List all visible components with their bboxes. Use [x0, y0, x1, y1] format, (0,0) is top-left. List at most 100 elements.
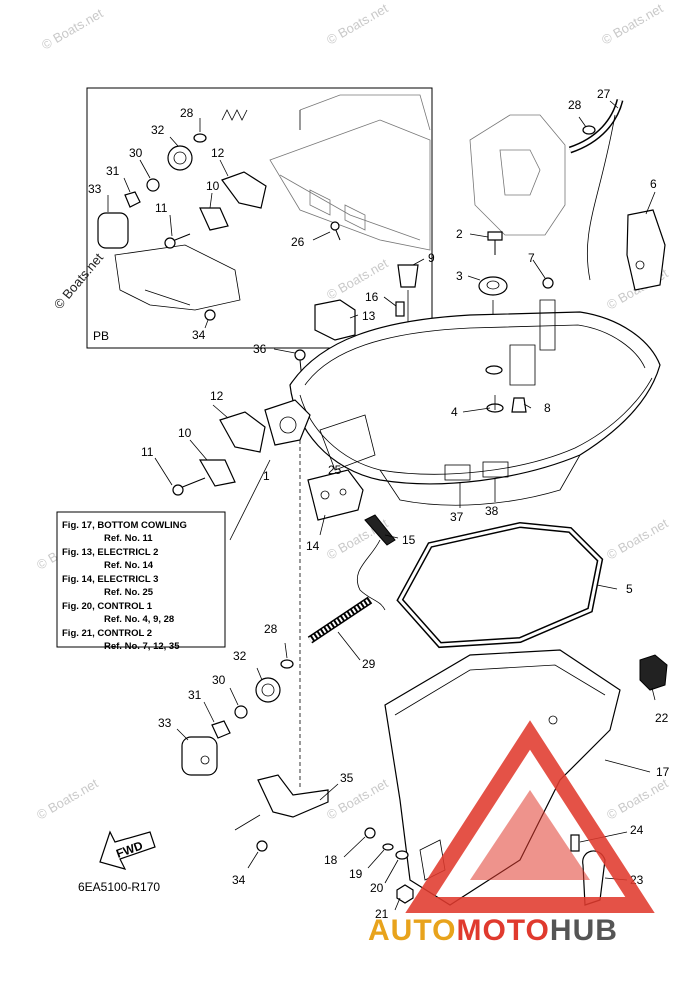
screw-icon — [395, 301, 405, 317]
callout-22: 22 — [655, 711, 669, 725]
reference-line: Ref. No. 25 — [104, 587, 154, 598]
cover-plate-icon — [626, 209, 666, 291]
callout-28: 28 — [568, 98, 582, 112]
bolt-icon — [364, 827, 376, 839]
watermark: © Boats.net — [34, 775, 101, 822]
callout-21: 21 — [375, 907, 389, 921]
callout-30: 30 — [212, 673, 226, 687]
nut-icon — [234, 705, 248, 719]
callout-19: 19 — [349, 867, 363, 881]
callout-24: 24 — [630, 823, 644, 837]
watermark: © Boats.net — [324, 255, 391, 302]
grommet-icon — [364, 514, 396, 546]
knob-icon — [255, 677, 281, 703]
grommet-icon — [639, 654, 668, 691]
watermark: © Boats.net — [604, 775, 671, 822]
fwd-arrow-icon: FWD — [99, 830, 156, 870]
part-code: 6EA5100-R170 — [78, 880, 160, 894]
callout-9: 9 — [428, 251, 435, 265]
bracket-plate-icon — [124, 191, 141, 208]
callout-12: 12 — [211, 146, 225, 160]
callout-30: 30 — [129, 146, 143, 160]
callout-36: 36 — [253, 342, 267, 356]
plate-icon — [199, 207, 229, 231]
bracket-icon — [257, 774, 329, 818]
lever-bracket-icon — [221, 171, 267, 209]
callout-8: 8 — [544, 401, 551, 415]
callout-18: 18 — [324, 853, 338, 867]
bracket-icon — [314, 299, 356, 341]
reference-line: Fig. 14, ELECTRICL 3 — [62, 574, 158, 585]
brand-text: AUTOMOTOHUB — [368, 914, 618, 947]
callout-11: 11 — [155, 201, 168, 215]
brand-part3: HUB — [550, 914, 618, 947]
bolt-icon — [542, 277, 554, 289]
watermark: © Boats.net — [599, 0, 666, 47]
callout-5: 5 — [626, 582, 633, 596]
reference-line: Ref. No. 11 — [104, 533, 153, 544]
callout-10: 10 — [178, 426, 192, 440]
callouts: 28 32 30 31 33 12 10 11 26 34 27 28 6 2 … — [88, 87, 670, 921]
bracket-plate-icon — [211, 720, 231, 739]
callout-16: 16 — [365, 290, 379, 304]
brand-part1: AUTO — [368, 914, 456, 947]
callout-4: 4 — [451, 405, 458, 419]
callout-1: 1 — [263, 469, 270, 483]
watermark: © Boats.net — [51, 250, 107, 312]
screw-icon — [570, 834, 580, 852]
clip-icon — [582, 125, 596, 135]
callout-17: 17 — [656, 765, 670, 779]
reference-line: Ref. No. 7, 12, 35 — [104, 641, 180, 652]
bolt-icon — [164, 237, 176, 249]
plate-icon — [198, 459, 236, 487]
reference-box: Fig. 17, BOTTOM COWLING Ref. No. 11 Fig.… — [56, 511, 226, 652]
callout-26: 26 — [291, 235, 305, 249]
callout-31: 31 — [188, 688, 202, 702]
callout-32: 32 — [233, 649, 247, 663]
callout-25: 25 — [328, 463, 342, 477]
leader-lines — [154, 100, 656, 911]
bolt-icon — [256, 840, 268, 852]
callout-34: 34 — [192, 328, 206, 342]
switch-icon — [307, 469, 364, 521]
gasket-icon — [396, 521, 604, 649]
grommet-icon — [181, 736, 218, 776]
callout-27: 27 — [597, 87, 611, 101]
watermark: © Boats.net — [324, 775, 391, 822]
callout-20: 20 — [370, 881, 384, 895]
reference-line: Fig. 17, BOTTOM COWLING — [62, 520, 187, 531]
spring-icon — [221, 109, 248, 121]
callout-14: 14 — [306, 539, 320, 553]
inset-label: PB — [93, 329, 109, 343]
knob-icon — [167, 145, 193, 171]
brand-logo: AUTOMOTOHUB — [368, 720, 655, 947]
watermark: © Boats.net — [324, 0, 391, 47]
bolt-icon — [172, 484, 184, 496]
engine-bracket-outline — [469, 114, 566, 236]
clip-icon — [280, 659, 294, 669]
callout-2: 2 — [456, 227, 463, 241]
reference-line: Ref. No. 4, 9, 28 — [104, 614, 174, 625]
grommet-icon — [397, 264, 419, 288]
callout-35: 35 — [340, 771, 354, 785]
grommet-icon — [97, 212, 129, 249]
nut-icon — [396, 884, 414, 904]
clip-icon — [193, 133, 207, 143]
brand-part2: MOTO — [456, 914, 549, 947]
callout-33: 33 — [88, 182, 102, 196]
callout-29: 29 — [362, 657, 376, 671]
callout-34: 34 — [232, 873, 246, 887]
callout-7: 7 — [528, 251, 535, 265]
bolt-icon — [294, 349, 306, 361]
brand-triangle-icon — [405, 720, 655, 913]
callout-11: 11 — [141, 445, 154, 459]
callout-6: 6 — [650, 177, 657, 191]
nut-icon — [146, 178, 160, 192]
bottom-cowling — [264, 299, 661, 506]
bolt-icon — [330, 221, 340, 231]
lever-bracket-icon — [219, 411, 266, 453]
bolt-head-icon — [487, 231, 503, 241]
callout-31: 31 — [106, 164, 120, 178]
callout-12: 12 — [210, 389, 224, 403]
callout-33: 33 — [158, 716, 172, 730]
